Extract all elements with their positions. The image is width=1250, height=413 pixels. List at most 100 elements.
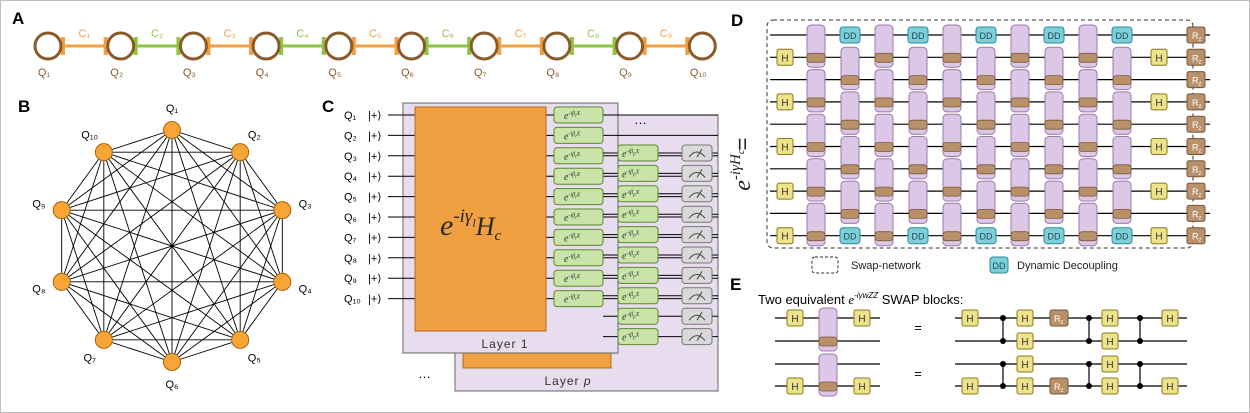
hadamard-label: H <box>1106 382 1113 393</box>
graph-edge <box>103 152 173 363</box>
mixer-gate-label: e-iβlX <box>564 193 581 204</box>
swap-block-rz <box>806 186 826 197</box>
swap-block-rz <box>1078 142 1098 152</box>
mixer-gate-p <box>617 144 659 162</box>
graph-edge <box>61 129 173 283</box>
mixer-gate-p <box>617 205 659 223</box>
graph-node <box>273 201 292 220</box>
swap-block-rz <box>806 52 826 63</box>
hadamard-gate <box>1101 332 1119 350</box>
swap-block-rz <box>840 164 860 175</box>
graph-node-label: Q₅ <box>248 353 261 365</box>
mixer-gate-p-label: e-iβpX <box>622 333 640 344</box>
qubit-node <box>615 31 645 61</box>
dd-label: DD <box>1048 232 1061 242</box>
swap-block-rz <box>976 75 996 85</box>
rz-label: Rz <box>1192 232 1202 244</box>
swap-block-rz <box>1078 186 1098 197</box>
measure-gate <box>681 266 713 284</box>
graph-node <box>273 272 292 291</box>
hadamard-gate <box>1150 182 1168 200</box>
panel-label-b: B <box>18 97 30 116</box>
mixer-gate <box>553 249 604 267</box>
coupler-label: C₉ <box>660 28 672 40</box>
dd-gate <box>975 26 997 44</box>
swap-block-rz <box>1044 119 1064 130</box>
qubit-node <box>469 31 499 61</box>
hadamard-gate <box>1150 48 1168 66</box>
qubit-label: Q₄ <box>256 67 270 79</box>
legend-dd-label: Dynamic Decoupling <box>1017 260 1118 272</box>
coupler-label: C₂ <box>151 28 163 40</box>
measure-needle <box>696 169 703 178</box>
rz-gate <box>1186 160 1206 178</box>
dd-label: DD <box>844 232 857 242</box>
hadamard-label: H <box>1166 314 1173 325</box>
mixer-gate-p-label: e-iβpX <box>622 190 640 201</box>
mixer-gate <box>553 228 604 246</box>
hadamard-gate <box>1101 309 1119 327</box>
graph-node <box>94 330 113 349</box>
legend-dd-swatch-label: DD <box>993 261 1006 271</box>
swap-block-rz <box>908 164 928 175</box>
swap-block-rz <box>1112 75 1132 85</box>
mixer-gate-label: e-iβlX <box>564 213 581 224</box>
dd-label: DD <box>1048 31 1061 41</box>
rz-gate <box>1049 309 1069 327</box>
legend-swap-label: Swap-network <box>851 260 921 272</box>
rz-gate <box>1186 115 1206 133</box>
swap-block-rz <box>1112 164 1132 175</box>
hadamard-gate <box>776 93 794 111</box>
rz-gate <box>1186 48 1206 66</box>
cnot-control <box>1000 338 1006 344</box>
graph-edge <box>171 129 283 283</box>
hadamard-label: H <box>1155 143 1162 154</box>
measure-arc <box>688 171 706 178</box>
mixer-gate <box>553 106 604 124</box>
measure-needle <box>696 332 703 341</box>
measure-gate <box>681 328 713 346</box>
cnot-target <box>1137 383 1143 389</box>
hadamard-gate <box>1016 355 1034 373</box>
graph-edge <box>171 129 241 153</box>
hadamard-gate <box>776 48 794 66</box>
equals-sign: = <box>730 138 755 151</box>
hadamard-gate <box>786 309 804 327</box>
circuit-qubit-label: Q₇ <box>344 232 357 244</box>
measure-gate <box>681 287 713 305</box>
ket-plus: |+⟩ <box>368 130 382 142</box>
dd-label: DD <box>912 31 925 41</box>
qubit-label: Q₅ <box>328 67 341 79</box>
measure-needle <box>696 230 703 239</box>
hadamard-gate <box>1161 309 1179 327</box>
hadamard-label: H <box>1106 360 1113 371</box>
hadamard-label: H <box>791 382 798 393</box>
circuit-qubit-label: Q₄ <box>344 171 358 183</box>
dd-label: DD <box>844 31 857 41</box>
hadamard-gate <box>853 377 871 395</box>
mixer-gate-p-label: e-iβpX <box>622 312 640 323</box>
qubit-node <box>178 31 208 61</box>
qubit-node <box>324 31 354 61</box>
graph-edge <box>61 209 241 341</box>
hadamard-gate <box>1016 377 1034 395</box>
hadamard-label: H <box>1155 53 1162 64</box>
mixer-gate-p-label: e-iβpX <box>622 271 640 282</box>
qubit-node <box>542 31 572 61</box>
swap-block-rz <box>1010 186 1030 197</box>
circuit-qubit-label: Q₃ <box>344 151 357 163</box>
hadamard-label: H <box>1106 337 1113 348</box>
graph-edge <box>61 281 241 341</box>
rz-label: Rz <box>1192 53 1202 65</box>
measure-needle <box>696 271 703 280</box>
rz-label: Rz <box>1192 165 1202 177</box>
swap-block-rz <box>874 231 894 242</box>
mixer-gate-p-label: e-iβpX <box>622 169 640 180</box>
dd-gate <box>907 227 929 245</box>
swap-block-rz <box>1044 164 1064 175</box>
mixer-gate <box>553 269 604 287</box>
mixer-gate <box>553 188 604 206</box>
dd-label: DD <box>980 232 993 242</box>
rz-gate <box>1186 138 1206 155</box>
